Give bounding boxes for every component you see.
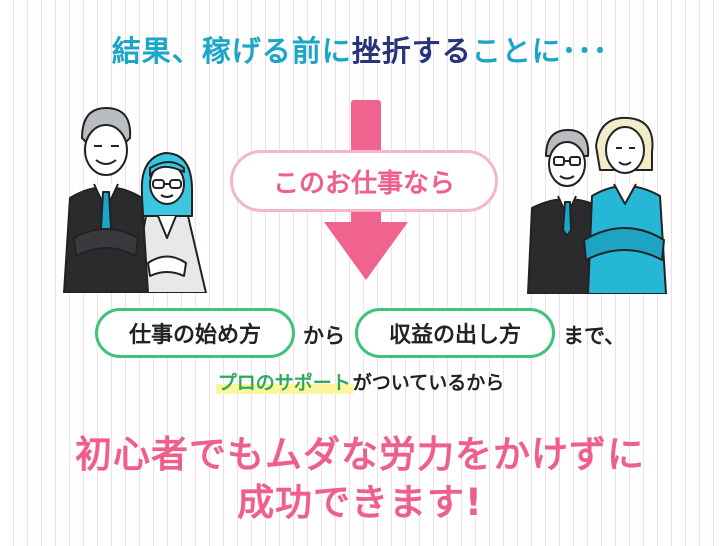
support-rest: がついているから (352, 372, 505, 394)
connector-made: まで、 (563, 324, 626, 348)
illustration-mentors-left (60, 98, 210, 293)
pill-how-to-earn-label: 収益の出し方 (388, 323, 521, 348)
pill-how-to-earn: 収益の出し方 (355, 308, 555, 358)
conclusion-line2: 成功できます! (237, 481, 483, 524)
pill-how-to-start-label: 仕事の始め方 (128, 323, 261, 348)
support-line: プロのサポートがついているから (0, 368, 720, 395)
headline-part1: 結果、稼げる前に (111, 34, 352, 68)
connector-kara: から (303, 324, 345, 348)
middle-label: このお仕事なら (272, 168, 455, 199)
headline: 結果、稼げる前に挫折することに･･･ (0, 28, 720, 70)
headline-part3: ことに･･･ (471, 34, 609, 68)
down-arrow-icon (324, 222, 408, 280)
illustration-mentors-right (524, 112, 674, 294)
pill-how-to-start: 仕事の始め方 (95, 308, 295, 358)
conclusion-line1: 初心者でもムダな労力をかけずに (75, 433, 645, 476)
business-partners-illustration (527, 116, 667, 294)
support-highlight: プロのサポート (215, 372, 353, 394)
middle-label-pill: このお仕事なら (230, 150, 498, 212)
headline-part2: 挫折する (351, 34, 472, 68)
business-people-illustration (63, 107, 207, 293)
